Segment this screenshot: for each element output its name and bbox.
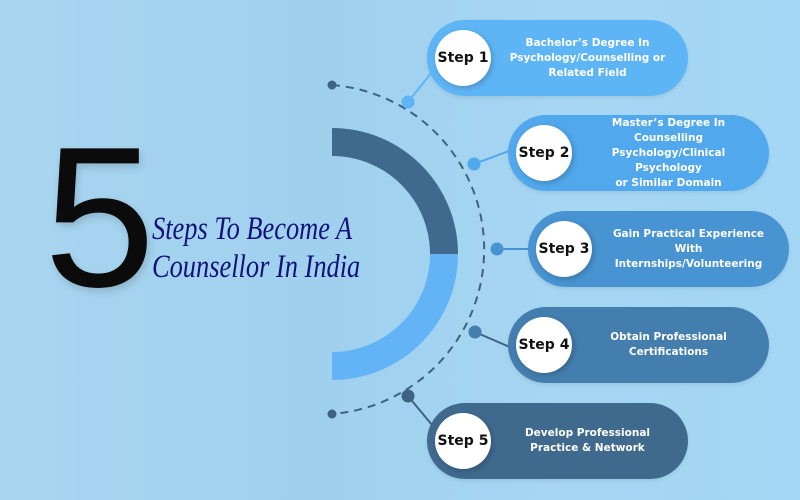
arc-bottom-light [332,254,458,380]
page-title: Steps To Become A Counsellor In India [152,210,360,286]
dashed-arc [331,84,486,415]
arc-end-dot [327,409,337,419]
big-number: 5 [44,106,156,329]
step-badge: Step 5 [435,413,491,469]
step-3-card: Step 3 Gain Practical Experience With In… [528,211,789,287]
step-description: Develop Professional Practice & Network [524,427,651,454]
step-badge: Step 1 [435,30,491,86]
step-dot [468,325,482,339]
step-description: Master’s Degree In Counselling Psycholog… [611,116,726,189]
step-description: Bachelor’s Degree In Psychology/Counsell… [509,36,666,79]
step-1-card: Step 1 Bachelor’s Degree In Psychology/C… [427,20,688,96]
step-dot [490,242,504,256]
step-dot [401,389,415,403]
step-description: Gain Practical Experience With Internshi… [612,227,765,270]
step-dot [467,157,481,171]
step-4-card: Step 4 Obtain Professional Certification… [508,307,769,383]
title-line-1: Steps To Become A [152,211,353,247]
step-dot [401,95,415,109]
step-5-card: Step 5 Develop Professional Practice & N… [427,403,688,479]
step-2-card: Step 2 Master’s Degree In Counselling Ps… [508,115,769,191]
step-badge: Step 2 [516,125,572,181]
step-badge: Step 4 [516,317,572,373]
step-description: Obtain Professional Certifications [610,331,727,358]
step-badge: Step 3 [536,221,592,277]
arc-top-dark [332,128,458,254]
title-line-2: Counsellor In India [152,249,361,285]
arc-end-dot [327,80,337,90]
